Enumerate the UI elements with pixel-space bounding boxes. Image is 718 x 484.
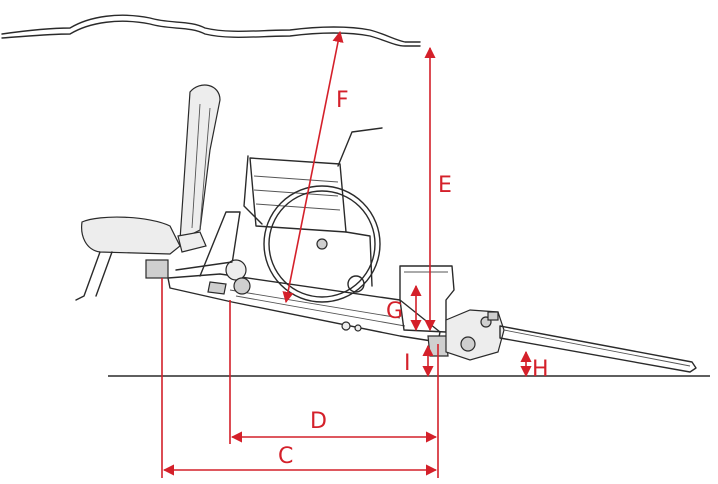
dimension-c-label: C: [278, 444, 293, 469]
dimension-i: I: [404, 344, 434, 378]
dimension-h: H: [520, 350, 549, 382]
dimension-e: E: [424, 46, 452, 332]
dimension-i-label: I: [404, 351, 411, 376]
dimension-g: G: [386, 284, 422, 332]
dimension-d: D: [229, 300, 438, 444]
ramp-hinge: [445, 309, 505, 361]
vehicle-seat: [75, 84, 221, 301]
ramp: [499, 325, 697, 373]
dimension-f-label: F: [336, 88, 349, 113]
vehicle-roof-outline: [1, 14, 421, 47]
lift-arm: [175, 211, 251, 295]
dimension-c: C: [161, 278, 439, 478]
dimension-f: F: [282, 30, 349, 304]
dimension-g-label: G: [386, 299, 403, 324]
dimension-d-label: D: [310, 409, 327, 434]
lift-platform: [167, 273, 441, 343]
dimension-h-label: H: [532, 357, 549, 382]
wheelchair: [243, 127, 383, 303]
dimension-e-label: E: [438, 173, 452, 198]
